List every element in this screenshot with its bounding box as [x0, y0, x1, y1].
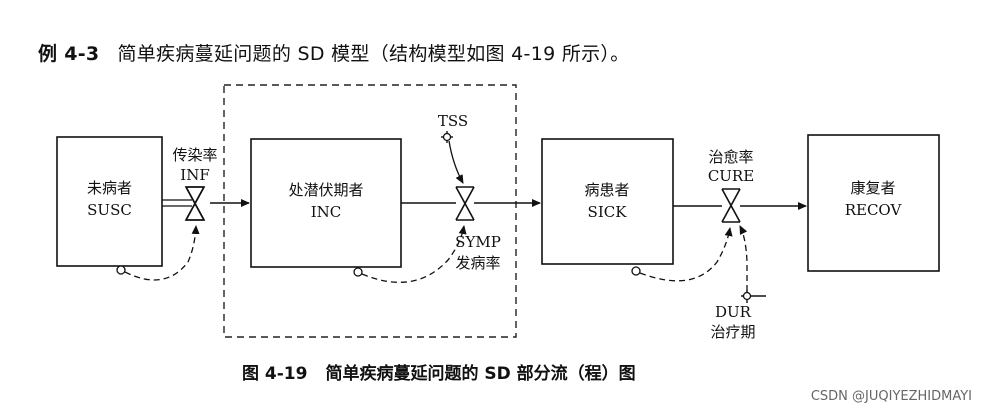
sick-info-source [631, 266, 641, 276]
example-heading: 例 4-3 简单疾病蔓延问题的 SD 模型（结构模型如图 4-19 所示）。 [38, 39, 630, 66]
stock-sick-name: 病患者 [584, 181, 629, 199]
stock-recov-code: RECOV [845, 201, 903, 219]
dur-to-cure-link [739, 225, 748, 291]
rate-symp-valve [455, 186, 475, 221]
tss-to-symp-link [448, 140, 464, 184]
figure-caption-text: 简单疾病蔓延问题的 SD 部分流（程）图 [325, 364, 636, 384]
aux-dur-code: DUR [715, 303, 752, 321]
stock-sick-code: SICK [588, 203, 628, 221]
rate-symp-name: 发病率 [455, 254, 500, 272]
rate-cure-name: 治愈率 [708, 148, 753, 166]
rate-cure-valve [721, 188, 741, 223]
stock-recov-box [807, 134, 940, 272]
stock-recov-name: 康复者 [850, 179, 895, 197]
stock-inc-name: 处潜伏期者 [288, 181, 363, 199]
stock-inc-code: INC [311, 203, 342, 221]
inc-to-symp-link [361, 225, 467, 283]
stock-susc-box [56, 136, 163, 267]
flow-pipe-susc-inc [162, 199, 250, 207]
susc-info-source [116, 265, 126, 275]
aux-tss-marker [441, 131, 453, 143]
rate-inf-name: 传染率 [172, 146, 217, 164]
stock-susc-code: SUSC [87, 201, 132, 219]
susc-to-inf-link [124, 225, 200, 281]
aux-dur-name: 治疗期 [710, 323, 755, 341]
rate-cure-code: CURE [708, 167, 754, 185]
aux-dur-marker [741, 290, 766, 303]
rate-inf-valve [184, 186, 206, 221]
stock-sick-box [541, 138, 674, 265]
example-label: 例 4-3 [38, 43, 100, 65]
stock-susc-name: 未病者 [87, 179, 132, 197]
example-text: 简单疾病蔓延问题的 SD 模型（结构模型如图 4-19 所示）。 [117, 43, 630, 65]
stock-inc-box [250, 138, 402, 268]
figure-caption: 图 4-19 简单疾病蔓延问题的 SD 部分流（程）图 [242, 359, 636, 384]
figure-number: 图 4-19 [242, 364, 308, 384]
rate-inf-code: INF [180, 166, 209, 184]
aux-tss-code: TSS [438, 112, 468, 130]
inc-info-source [353, 267, 363, 277]
incubation-boundary [223, 84, 517, 338]
watermark: CSDN @JUQIYEZHIDMAYI [810, 389, 972, 404]
sick-to-cure-link [639, 227, 733, 282]
rate-symp-code: SYMP [455, 233, 501, 251]
